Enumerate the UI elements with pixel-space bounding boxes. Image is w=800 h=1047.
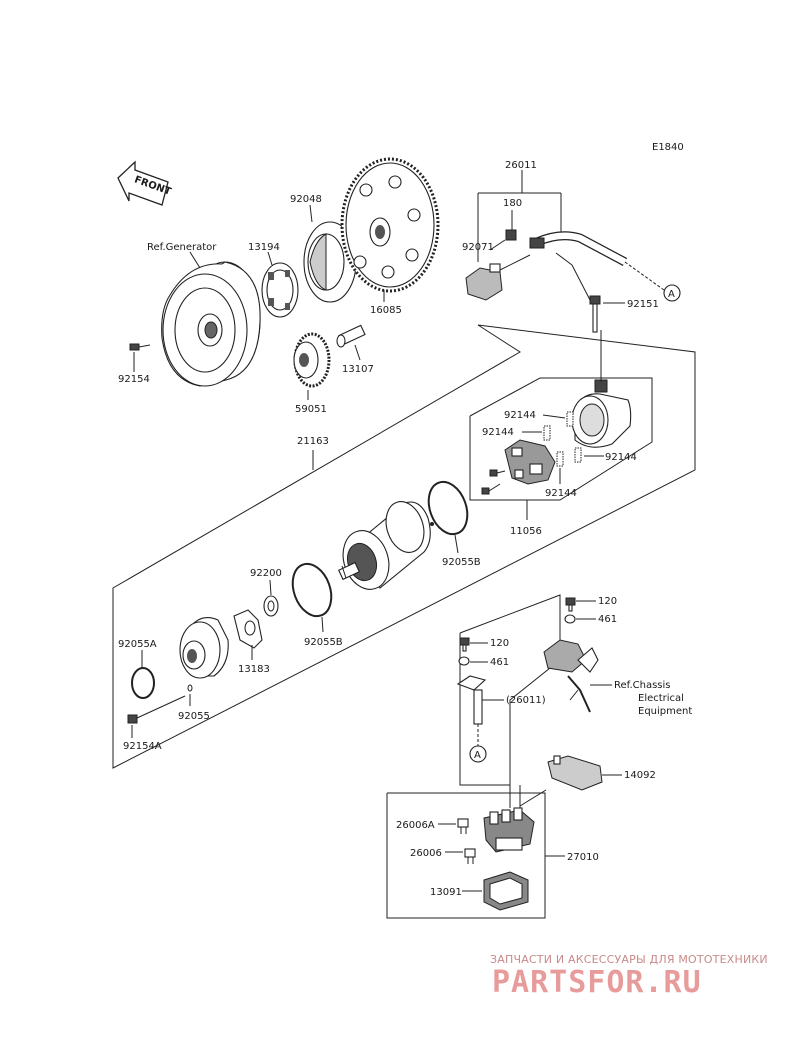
fuse-26006A — [457, 818, 469, 834]
label-92154: 92154 — [118, 374, 150, 385]
spring-92144-a — [566, 411, 574, 427]
label-13107: 13107 — [342, 364, 374, 375]
starter-relay — [483, 807, 535, 853]
starter-motor-body — [337, 501, 434, 590]
screw-brush-a — [489, 469, 506, 477]
bolt-92151 — [589, 295, 601, 333]
end-cover — [571, 379, 632, 448]
plate-13183 — [233, 609, 263, 649]
label-26006A: 26006A — [396, 820, 435, 831]
front-cover — [179, 617, 229, 679]
brush-holder — [504, 439, 556, 485]
label-26011-ref: (26011) — [506, 695, 546, 706]
label-13194: 13194 — [248, 242, 280, 253]
shaft-13107 — [336, 324, 366, 348]
bolt-120-right — [565, 597, 576, 612]
label-16085: 16085 — [370, 305, 402, 316]
gear-59051 — [293, 332, 331, 388]
label-461-left: 461 — [490, 657, 509, 668]
bolt-92154 — [129, 343, 151, 351]
label-11056: 11056 — [510, 526, 542, 537]
label-ref-chassis-1: Ref.Chassis — [614, 680, 670, 691]
label-92144-c: 92144 — [605, 452, 637, 463]
oring-92055A — [131, 667, 155, 699]
gear-16085 — [340, 157, 440, 293]
label-92144-b: 92144 — [482, 427, 514, 438]
oring-92055B-lower — [291, 562, 333, 618]
label-92144-a: 92144 — [504, 410, 536, 421]
label-A-circle-1: A — [668, 289, 675, 300]
label-14092: 14092 — [624, 770, 656, 781]
label-92055A: 92055A — [118, 639, 157, 650]
chassis-bracket — [543, 639, 599, 713]
spring-92144-b — [543, 425, 551, 441]
label-461-right: 461 — [598, 614, 617, 625]
diagram-code: E1840 — [652, 142, 684, 153]
label-ref-chassis-3: Equipment — [638, 706, 692, 717]
label-92055B-lower: 92055B — [304, 637, 343, 648]
starter-cable — [529, 231, 628, 266]
label-92055B-upper: 92055B — [442, 557, 481, 568]
label-26006: 26006 — [410, 848, 442, 859]
label-92144-d: 92144 — [545, 488, 577, 499]
label-92071: 92071 — [462, 242, 494, 253]
washer-92200 — [263, 595, 279, 617]
oring-92055B-upper — [427, 480, 469, 536]
screw-brush-b — [481, 483, 501, 495]
boot-13091 — [483, 871, 529, 911]
label-13183: 13183 — [238, 664, 270, 675]
spring-92144-d — [556, 451, 564, 467]
spring-92144-c — [574, 447, 582, 463]
cover-92071 — [465, 263, 503, 301]
label-21163: 21163 — [297, 436, 329, 447]
washer-461-right — [564, 614, 576, 624]
label-ref-chassis-2: Electrical — [638, 693, 684, 704]
label-A-circle-2: A — [474, 750, 481, 761]
front-arrow-icon: FRONT — [117, 160, 173, 206]
label-27010: 27010 — [567, 852, 599, 863]
clutch-13194 — [261, 262, 299, 318]
label-120-right: 120 — [598, 596, 617, 607]
watermark-tagline: ЗАПЧАСТИ И АКСЕССУАРЫ ДЛЯ МОТОТЕХНИКИ — [490, 953, 768, 966]
label-59051: 59051 — [295, 404, 327, 415]
label-13091: 13091 — [430, 887, 462, 898]
fuse-26006 — [464, 848, 476, 864]
watermark-logo: PARTSFOR.RU — [492, 965, 702, 1000]
nut-180 — [505, 229, 517, 241]
label-92154A: 92154A — [123, 741, 162, 752]
washer-461-left — [458, 656, 470, 666]
label-92200: 92200 — [250, 568, 282, 579]
label-92151: 92151 — [627, 299, 659, 310]
cable-terminal — [456, 675, 487, 725]
label-92055: 92055 — [178, 711, 210, 722]
label-26011: 26011 — [505, 160, 537, 171]
oring-92055 — [187, 684, 193, 692]
cover-14092 — [547, 755, 603, 791]
bolt-120-left — [459, 637, 470, 652]
label-ref-generator: Ref.Generator — [147, 242, 217, 253]
bolt-92154A — [127, 695, 186, 724]
label-92048: 92048 — [290, 194, 322, 205]
housing-92048 — [303, 221, 357, 303]
generator-rotor — [161, 261, 261, 387]
label-120-left: 120 — [490, 638, 509, 649]
label-180: 180 — [503, 198, 522, 209]
